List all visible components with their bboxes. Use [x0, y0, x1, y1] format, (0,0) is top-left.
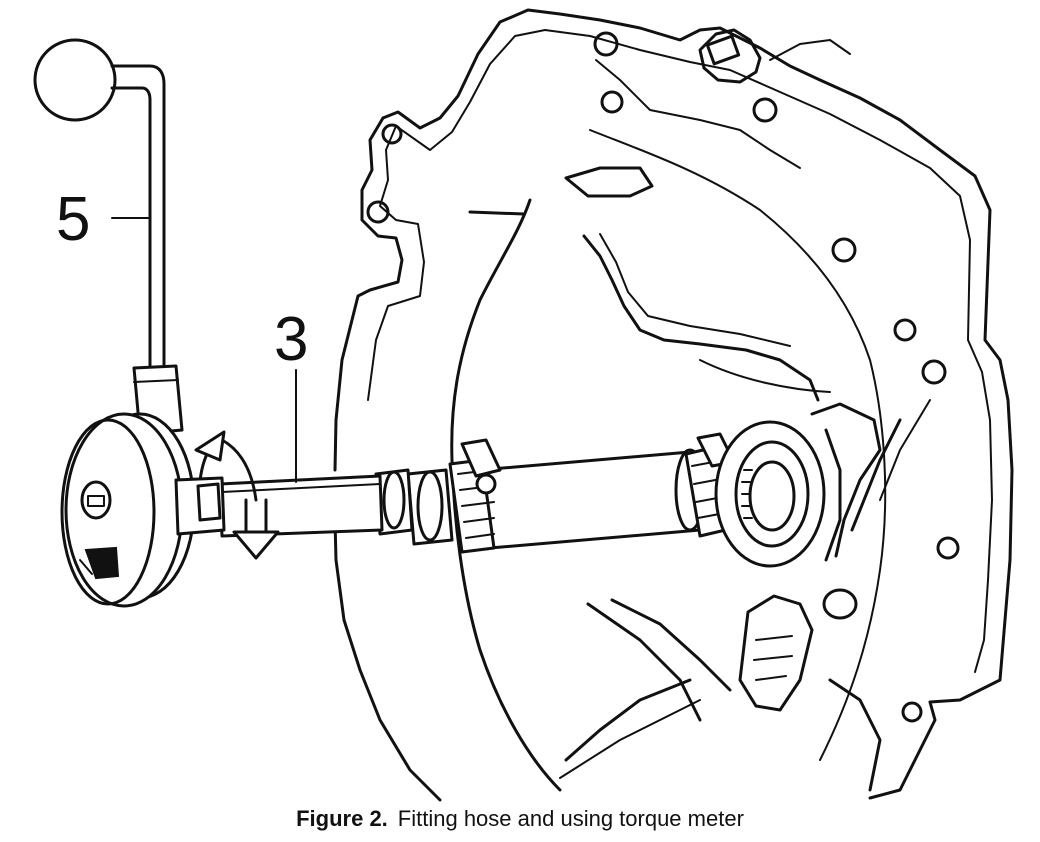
torque-meter-icon	[33, 38, 226, 608]
figure-caption: Figure 2. Fitting hose and using torque m…	[0, 806, 1040, 832]
callout-3: 3	[274, 305, 308, 374]
caption-label: Figure 2.	[296, 806, 388, 831]
callout-5: 5	[56, 185, 90, 254]
caption-text: Fitting hose and using torque meter	[397, 806, 744, 831]
hose-shaft-assembly	[218, 420, 842, 568]
transmission-housing-icon	[333, 8, 1014, 802]
